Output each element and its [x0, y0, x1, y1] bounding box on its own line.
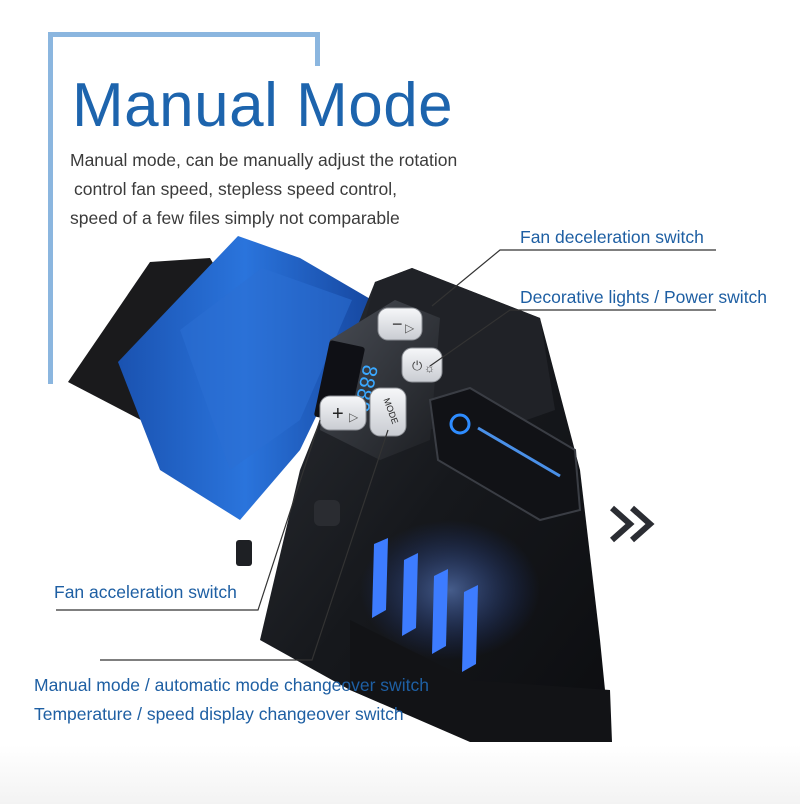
logo-mark-icon [449, 413, 471, 435]
description-line-2: control fan speed, stepless speed contro… [74, 179, 397, 199]
led-strip-1 [372, 538, 388, 618]
usb-port [314, 500, 340, 526]
page-title: Manual Mode [70, 66, 462, 146]
sun-icon: ☼ [424, 361, 435, 375]
description: Manual mode, can be manually adjust the … [70, 146, 457, 233]
description-line-3: speed of a few files simply not comparab… [70, 208, 400, 228]
line-mode [100, 429, 389, 661]
frame-left-line [48, 32, 53, 384]
line-lights [429, 309, 716, 367]
callout-lines [56, 249, 716, 661]
seal-blue-inner [180, 268, 352, 470]
side-peg [236, 540, 252, 566]
callout-fan-deceleration: Fan deceleration switch [520, 227, 704, 247]
fan-acceleration-button[interactable] [319, 395, 367, 431]
callout-fan-acceleration: Fan acceleration switch [54, 582, 237, 602]
led-strip-4 [462, 585, 478, 672]
frame-top-line [48, 32, 320, 37]
power-light-button[interactable] [401, 347, 443, 383]
description-line-1: Manual mode, can be manually adjust the … [70, 150, 458, 170]
button-mode-group: MODE [369, 387, 407, 437]
button-power-group: ⏻ ☼ [401, 347, 443, 383]
line-fan-decel [431, 249, 716, 307]
floor-shadow [0, 745, 800, 804]
callout-decorative-lights: Decorative lights / Power switch [520, 287, 768, 307]
minus-glyph: − [392, 314, 403, 334]
side-chevrons [610, 505, 655, 543]
frame-right-line [315, 32, 320, 72]
callout-mode-changeover: Manual mode / automatic mode changeover … [34, 675, 429, 695]
line-fan-accel [56, 419, 321, 611]
fan-up-icon: ▷ [349, 410, 359, 424]
led-glow [360, 520, 540, 660]
led-vents [360, 520, 540, 672]
button-minus-group: − ▷ [377, 307, 423, 341]
mode-button[interactable] [369, 387, 407, 437]
led-strip-3 [432, 569, 448, 654]
button-plus-group: + ▷ [319, 395, 367, 431]
power-icon: ⏻ [412, 358, 422, 373]
fan-down-icon: ▷ [405, 321, 415, 335]
base-block [350, 620, 612, 742]
brand-badge [428, 386, 582, 522]
callout-temperature-speed: Temperature / speed display changeover s… [34, 704, 404, 724]
led-strip-2 [402, 553, 418, 636]
plus-glyph: + [332, 403, 344, 425]
fan-deceleration-button[interactable] [377, 307, 423, 341]
logo-wordmark-stroke [477, 426, 561, 478]
